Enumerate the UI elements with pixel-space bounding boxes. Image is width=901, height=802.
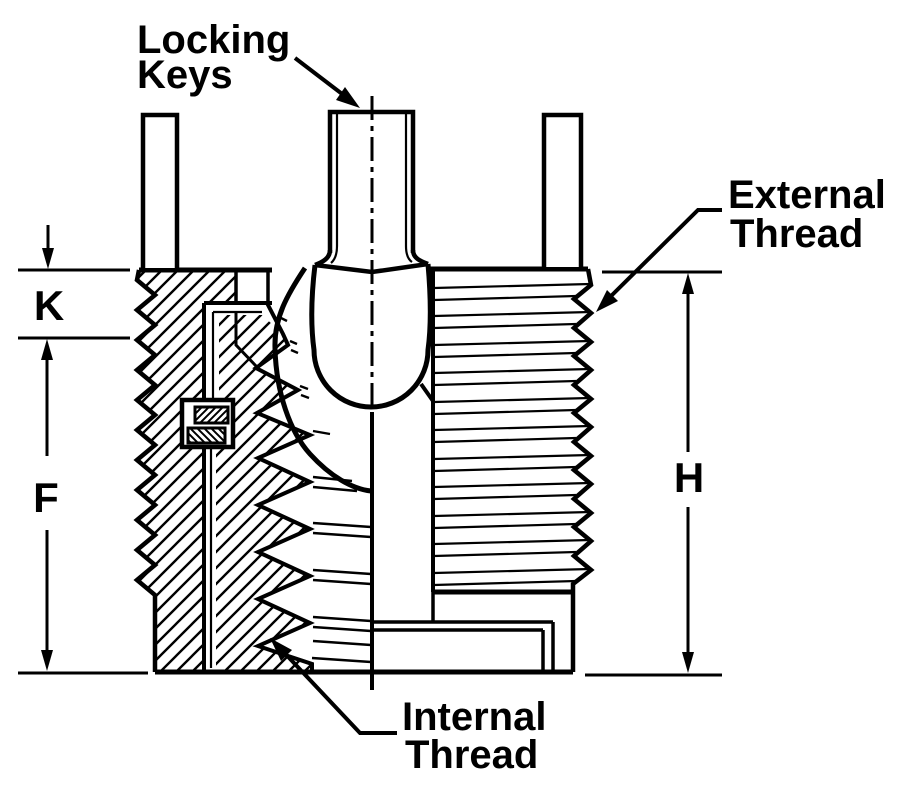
locking-keys-leader-arrow	[336, 87, 360, 108]
k-arrow-down	[42, 248, 54, 269]
section-hatching	[137, 270, 312, 672]
keyway-recess-curve	[272, 266, 372, 494]
right-key	[541, 112, 584, 269]
h-dimension	[585, 270, 722, 677]
keyway-right-exit	[419, 382, 435, 403]
locking-keys-label-line2: Keys	[137, 53, 233, 97]
locking-keys-leader	[293, 56, 352, 102]
k-dimension	[18, 225, 130, 456]
dimension-letters: K F H	[33, 282, 704, 521]
dimension-f-label: F	[33, 474, 59, 521]
internal-thread-label-line2: Thread	[405, 733, 538, 777]
external-thread-leader-arrow	[596, 290, 618, 312]
counterbore-steps	[234, 270, 270, 303]
internal-thread-leader-arrow	[270, 638, 292, 661]
insert-body-outline	[133, 266, 595, 675]
external-thread-label-line1: External	[728, 173, 886, 217]
locking-key-cross-section	[179, 397, 236, 450]
right-external-thread-profile	[570, 268, 595, 672]
left-external-thread-profile	[133, 269, 159, 672]
internal-thread-leader	[275, 643, 397, 735]
inner-wall-hatch	[216, 315, 312, 672]
keyway-slot-right-wall	[234, 312, 258, 368]
internal-thread-label-line1: Internal	[402, 695, 546, 739]
f-dimension	[18, 530, 148, 675]
external-thread-leader	[601, 208, 722, 306]
callout-labels: Locking Keys External Thread Internal Th…	[137, 18, 886, 777]
left-wall-hatch	[137, 270, 237, 672]
k-arrow-up	[41, 339, 53, 360]
keyway-slot-inner-lines	[209, 312, 215, 668]
external-thread-lines	[433, 282, 591, 587]
internal-thread-profile	[252, 302, 316, 672]
h-arrow-up	[682, 273, 694, 294]
h-arrow-down	[682, 652, 694, 673]
callout-leaders	[275, 56, 722, 735]
dimension-h-label: H	[674, 454, 704, 501]
left-key	[140, 112, 180, 270]
external-thread-label-line2: Thread	[730, 212, 863, 256]
f-arrow-down	[41, 650, 53, 671]
bottom-counterbore	[372, 592, 555, 672]
dimension-k-label: K	[34, 282, 64, 329]
locking-keys-label-line1: Locking	[137, 18, 290, 62]
